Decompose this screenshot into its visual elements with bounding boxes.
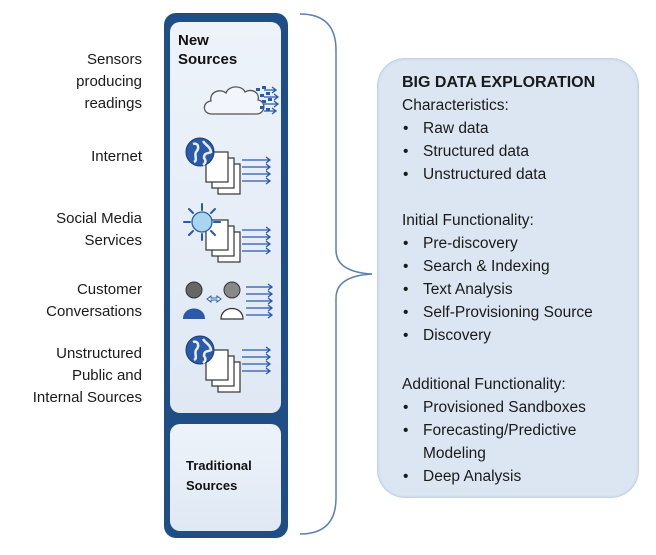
list-item: Discovery xyxy=(402,324,593,347)
list-item: Raw data xyxy=(402,117,546,140)
globe-documents-icon xyxy=(185,137,272,195)
initial-functionality-list: Pre-discovery Search & Indexing Text Ana… xyxy=(402,232,593,347)
globe-documents-icon-2 xyxy=(185,335,272,393)
cloud-stream-icon xyxy=(203,86,280,115)
list-item: Provisioned Sandboxes xyxy=(402,396,622,419)
characteristics-heading: Characteristics: xyxy=(402,97,509,114)
curly-brace xyxy=(299,13,373,535)
initial-functionality-heading: Initial Functionality: xyxy=(402,212,534,229)
characteristics-list: Raw data Structured data Unstructured da… xyxy=(402,117,546,186)
label-internet: Internet xyxy=(91,148,142,165)
list-item: Unstructured data xyxy=(402,163,546,186)
list-item: Structured data xyxy=(402,140,546,163)
additional-functionality-heading: Additional Functionality: xyxy=(402,376,566,393)
list-item: Pre-discovery xyxy=(402,232,593,255)
list-item: Text Analysis xyxy=(402,278,593,301)
list-item: Self-Provisioning Source xyxy=(402,301,593,324)
sun-documents-icon xyxy=(183,203,272,263)
people-conversation-icon xyxy=(183,281,274,320)
list-item: Forecasting/Predictive Modeling xyxy=(402,419,622,465)
traditional-sources-box xyxy=(170,424,281,531)
additional-functionality-list: Provisioned Sandboxes Forecasting/Predic… xyxy=(402,396,622,488)
list-item: Deep Analysis xyxy=(402,465,622,488)
panel-title: BIG DATA EXPLORATION xyxy=(402,74,596,91)
list-item: Search & Indexing xyxy=(402,255,593,278)
